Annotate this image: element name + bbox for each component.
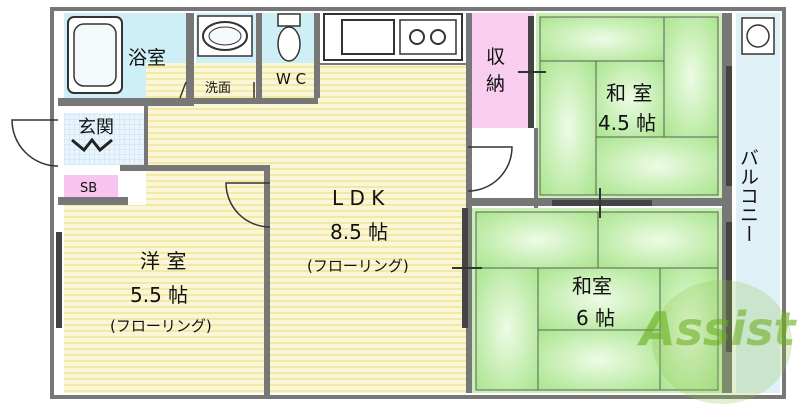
toilet	[277, 13, 301, 27]
bath-label: 浴室	[128, 47, 166, 69]
entrance-floor	[64, 113, 144, 165]
kitchen-sink	[341, 19, 395, 55]
balcony-label: バルコニー	[737, 148, 759, 243]
entrance-door	[71, 137, 113, 153]
entrance-label: 玄関	[78, 117, 114, 138]
shoebox-label: SB	[80, 181, 97, 196]
youshitsu-floor	[64, 205, 264, 393]
washitsu-large-size: 6 帖	[576, 306, 615, 330]
watermark-text: Assist	[637, 302, 798, 356]
storage-closet	[472, 13, 534, 128]
balcony	[736, 13, 780, 393]
washitsu-small-name: 和 室	[606, 81, 652, 105]
youshitsu-size: 5.5 帖	[130, 283, 188, 307]
ldk-name: L D K	[332, 186, 385, 210]
youshitsu-name: 洋 室	[140, 249, 186, 273]
storage-label-2: 納	[486, 73, 505, 95]
washitsu-small-size: 4.5 帖	[598, 111, 656, 135]
ldk-floor: (フローリング)	[307, 257, 409, 275]
shoebox	[64, 175, 118, 197]
wc-label: W C	[276, 70, 306, 88]
washitsu-large-name: 和室	[572, 274, 612, 298]
storage-label-1: 収	[486, 46, 505, 68]
washroom-label: 洗面	[205, 81, 231, 96]
youshitsu-floor: (フローリング)	[110, 317, 212, 335]
watermark-logo: Assist	[637, 280, 798, 404]
ldk-size: 8.5 帖	[330, 220, 388, 244]
